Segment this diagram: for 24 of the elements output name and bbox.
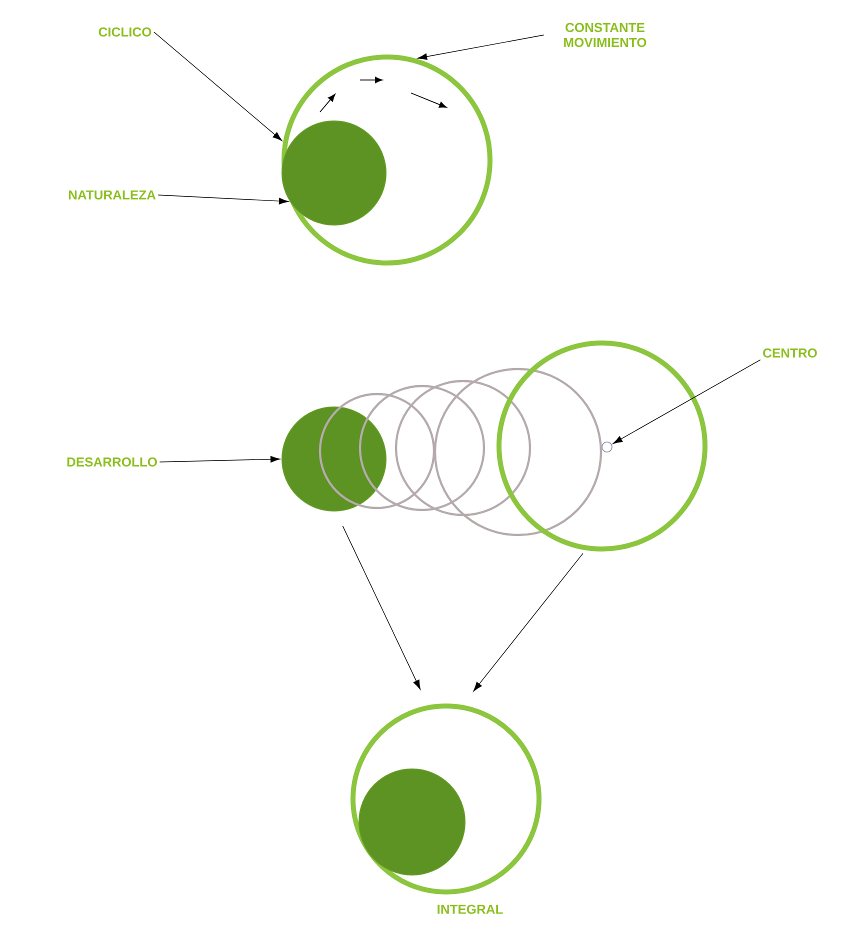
filled-disk bbox=[282, 406, 386, 512]
callout-label: NATURALEZA bbox=[68, 190, 156, 200]
callout-label: CICLICO bbox=[98, 27, 152, 37]
ring-circle bbox=[496, 340, 708, 552]
leader-arrow bbox=[417, 34, 544, 60]
leader-arrow bbox=[154, 32, 282, 141]
outline-circle bbox=[318, 392, 436, 510]
leader-arrow bbox=[158, 194, 289, 204]
leader-arrow bbox=[342, 526, 421, 690]
ring-circle bbox=[350, 704, 542, 894]
leader-arrow bbox=[159, 456, 280, 463]
callout-label: CONSTANTE MOVIMIENTO bbox=[564, 22, 646, 48]
outline-circle bbox=[434, 368, 602, 536]
outline-circle bbox=[394, 380, 532, 516]
center-dot bbox=[602, 442, 612, 452]
leader-arrow bbox=[612, 359, 761, 444]
callout-label: DESARROLLO bbox=[67, 457, 157, 467]
node-label: INTEGRAL bbox=[438, 904, 503, 914]
filled-disk bbox=[282, 120, 386, 226]
filled-disk bbox=[358, 768, 466, 876]
ring-circle bbox=[282, 54, 492, 266]
callout-label: CENTRO bbox=[763, 348, 817, 358]
outline-circle bbox=[358, 384, 486, 512]
leader-arrow bbox=[473, 552, 584, 692]
